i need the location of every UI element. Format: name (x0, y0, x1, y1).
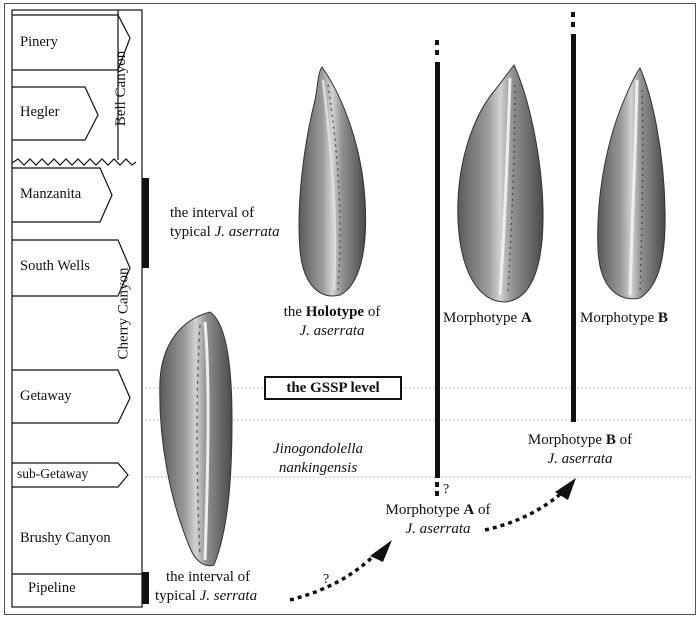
gssp-level-label: the GSSP level (264, 376, 402, 400)
morph-b-of-text-c: of (615, 432, 633, 448)
morph-a-of-taxon: J. aserrata (405, 521, 471, 537)
member-label-bell-canyon: Bell Canyon (113, 50, 130, 127)
nankingensis-label-1: Jinogondolella (273, 441, 363, 457)
aserrata-interval-label-2: typical J. aserrata (170, 223, 280, 242)
morphotype-b-range (571, 12, 576, 422)
holotype-label: the Holotype of (262, 303, 402, 322)
morph-a-of-letter: A (463, 502, 475, 518)
morph-b-of-letter: B (605, 432, 616, 448)
holotype-specimen (298, 66, 367, 297)
arrow-morph-a-to-morph-b (484, 488, 567, 532)
formation-label: Pipeline (28, 580, 76, 596)
morphotype-b-letter: B (657, 310, 668, 326)
morphotype-b-title-text: Morphotype (580, 310, 658, 326)
formation-label: Hegler (20, 104, 60, 120)
question-mark-arrow: ? (323, 572, 330, 587)
morph-a-of-text-c: of (474, 502, 491, 518)
morphotype-a-range (435, 40, 440, 496)
formation-label: Getaway (20, 388, 72, 404)
aserrata-taxon: J. aserrata (214, 224, 280, 240)
morphotype-a-title-text: Morphotype (443, 310, 521, 326)
serrata-taxon: J. serrata (199, 588, 258, 604)
member-label-cherry-canyon: Cherry Canyon (115, 267, 132, 360)
serrata-interval-label-2: typical J. serrata (155, 587, 257, 606)
aserrata-range-bar (142, 178, 149, 268)
aserrata-interval-line2a: typical (170, 224, 215, 240)
gssp-reference-lines (145, 387, 692, 478)
formation-label: South Wells (20, 258, 90, 274)
holotype-label-2: J. aserrata (262, 322, 402, 341)
nankingensis-specimen (159, 311, 233, 567)
figure-frame (4, 3, 696, 615)
morph-b-of-taxon: J. aserrata (547, 451, 613, 467)
holotype-text-c: of (364, 304, 381, 320)
holotype-taxon: J. aserrata (299, 323, 365, 339)
question-mark-morph-a: ? (443, 482, 450, 497)
formation-label: Brushy Canyon (20, 530, 111, 546)
morphotype-a-specimen (457, 64, 544, 303)
morph-b-of-label: Morphotype B of (510, 431, 650, 450)
morph-a-of-text-a: Morphotype (385, 502, 464, 518)
morphotype-b-title: Morphotype B (580, 309, 668, 328)
morph-b-of-text-a: Morphotype (527, 432, 606, 448)
formation-label: Manzanita (20, 186, 82, 202)
holotype-text-b: Holotype (305, 304, 365, 320)
serrata-interval-label: the interval of (166, 569, 251, 585)
formation-label: Pinery (20, 34, 58, 50)
morphotype-b-specimen (597, 66, 666, 300)
holotype-text-a: the (283, 304, 306, 320)
formation-label: sub-Getaway (17, 466, 89, 481)
serrata-interval-text: typical (155, 588, 200, 604)
serrata-range-bar (142, 572, 149, 604)
stratigraphic-column (11, 9, 143, 608)
nankingensis-label-2: nankingensis (278, 460, 358, 476)
morphotype-a-title: Morphotype A (443, 309, 532, 328)
aserrata-interval-label: the interval of (170, 204, 254, 223)
arrow-serrata-to-morph-a (289, 548, 382, 602)
morph-a-of-label: Morphotype A of (368, 501, 508, 520)
morphotype-a-letter: A (520, 310, 532, 326)
aserrata-interval-line1: the interval of (170, 205, 255, 221)
